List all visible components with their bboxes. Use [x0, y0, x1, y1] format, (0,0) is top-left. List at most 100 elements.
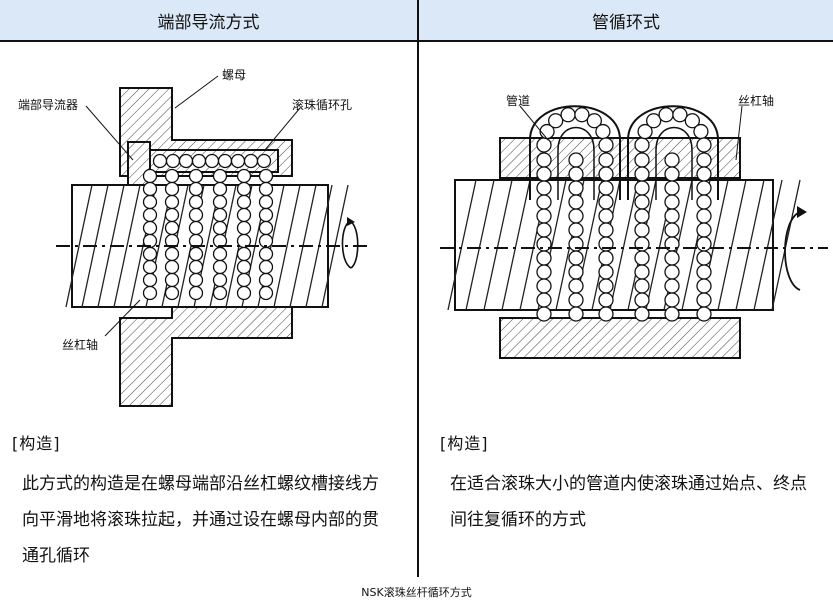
ball: [568, 222, 584, 238]
ball: [634, 222, 650, 238]
ball: [536, 152, 552, 168]
ball: [536, 306, 552, 322]
thread-line: [609, 179, 639, 311]
ball: [536, 180, 552, 196]
rotation-arrow-right: [784, 211, 801, 291]
ball: [696, 306, 712, 322]
right-description: 在适合滚珠大小的管道内使滚珠通过始点、终点 间往复循环的方式: [450, 466, 807, 538]
thread-line: [465, 179, 495, 311]
ball: [634, 306, 650, 322]
ball: [664, 194, 680, 210]
ball: [568, 152, 584, 168]
ball: [560, 107, 576, 123]
ball: [256, 153, 272, 169]
ball: [164, 285, 180, 301]
ball: [142, 168, 158, 184]
left-description: 此方式的构造是在螺母端部沿丝杠螺纹槽接线方 向平滑地将滚珠拉起，并通过设在螺母内…: [22, 466, 379, 574]
ball: [664, 306, 680, 322]
ball: [637, 123, 653, 140]
ball: [164, 194, 180, 210]
label-nut: 螺母: [222, 68, 247, 82]
ball: [696, 250, 712, 266]
ball: [536, 292, 552, 308]
ball: [568, 180, 584, 196]
ball: [142, 220, 158, 236]
thread-line: [501, 179, 531, 311]
left-panel-title: 端部导流方式: [157, 12, 260, 33]
ball: [212, 246, 228, 262]
ball: [236, 194, 252, 210]
ball: [634, 250, 650, 266]
ball: [236, 181, 252, 197]
ball: [204, 153, 220, 169]
ball: [236, 207, 252, 223]
tube-right: [627, 105, 719, 200]
ball: [568, 278, 584, 294]
thread-line: [735, 179, 765, 311]
ball: [191, 153, 207, 169]
ball: [634, 180, 650, 196]
ball: [164, 246, 180, 262]
panel-divider: [417, 0, 419, 577]
ball: [536, 222, 552, 238]
ball: [536, 137, 552, 153]
ball: [598, 208, 614, 224]
label-tube: 管道: [506, 94, 531, 108]
ball: [212, 272, 228, 288]
ball: [664, 152, 680, 168]
ball: [142, 246, 158, 262]
ball: [598, 166, 614, 182]
ball: [536, 208, 552, 224]
ball: [568, 264, 584, 280]
ball: [236, 272, 252, 288]
ball: [142, 207, 158, 223]
ball: [536, 166, 552, 182]
ball: [536, 194, 552, 210]
ball: [230, 153, 246, 169]
ball: [696, 278, 712, 294]
ball: [152, 153, 168, 169]
ball: [142, 272, 158, 288]
ball: [165, 153, 181, 169]
ball: [598, 264, 614, 280]
thread-line: [717, 179, 747, 311]
ball: [188, 285, 204, 301]
left-description-line: 向平滑地将滚珠拉起，并通过设在螺母内部的贯: [22, 510, 379, 530]
thread-line: [753, 179, 783, 311]
ball-return-channel: [150, 149, 279, 173]
ball: [536, 250, 552, 266]
ball: [258, 259, 274, 275]
ball: [548, 113, 564, 129]
right-panel-title: 管循环式: [592, 12, 660, 33]
left-panel-header: 端部导流方式: [0, 0, 417, 42]
ball: [142, 285, 158, 301]
ball: [142, 181, 158, 197]
screw-shaft-right: [454, 179, 774, 311]
ball: [696, 180, 712, 196]
ball: [217, 153, 233, 169]
ball: [598, 306, 614, 322]
ball: [598, 222, 614, 238]
ball: [164, 259, 180, 275]
ball: [568, 194, 584, 210]
ball: [212, 259, 228, 275]
ball: [568, 306, 584, 322]
ball: [258, 220, 274, 236]
thread-line: [447, 179, 477, 311]
end-deflector-diagram: [56, 75, 370, 407]
ball: [212, 181, 228, 197]
ball: [236, 285, 252, 301]
ball: [634, 152, 650, 168]
ball: [598, 180, 614, 196]
ball: [188, 194, 204, 210]
ball: [568, 166, 584, 182]
thread-line: [113, 184, 141, 308]
ball: [188, 272, 204, 288]
ball: [658, 107, 674, 123]
ball: [568, 292, 584, 308]
ball: [258, 181, 274, 197]
nut-lower: [499, 317, 741, 359]
ball: [236, 259, 252, 275]
ball: [646, 113, 662, 129]
ball: [634, 292, 650, 308]
